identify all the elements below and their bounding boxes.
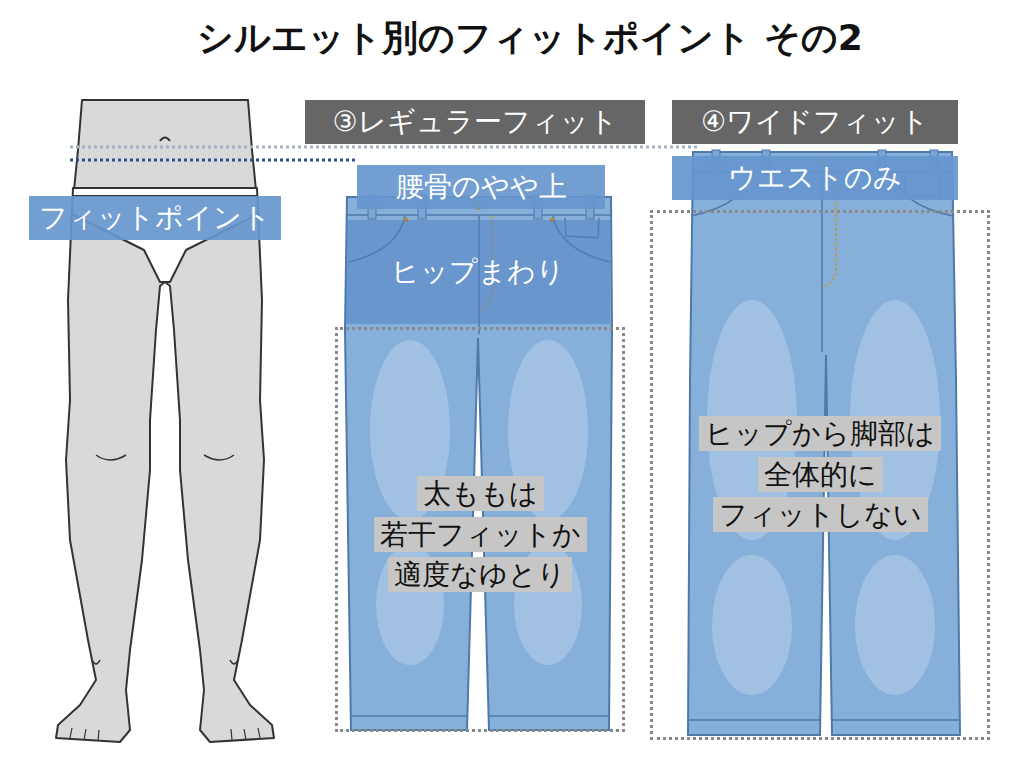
callout-text: 太ももは 若干フィットか 適度なゆとり	[374, 476, 587, 592]
jeans-outline	[688, 152, 960, 735]
navel	[160, 138, 170, 142]
loose-region: ヒップから脚部は 全体的に フィットしない	[650, 210, 990, 740]
loose-region: 太ももは 若干フィットか 適度なゆとり	[335, 327, 625, 732]
wash-highlights	[370, 340, 588, 665]
label-band: フィットポイント	[29, 196, 281, 240]
seams	[688, 172, 960, 720]
jeans-outline	[345, 197, 612, 730]
hem	[688, 719, 960, 721]
fit-level-line	[70, 159, 358, 162]
band-label: 腰骨のやや上	[396, 168, 567, 206]
section-header: ③レギュラーフィット	[305, 100, 645, 144]
fit-area-band: ヒップまわり	[346, 220, 610, 324]
wash	[855, 555, 935, 695]
section-header: ④ワイドフィット	[672, 100, 958, 144]
regular-jeans	[345, 195, 612, 730]
section-title: ④ワイドフィット	[701, 103, 929, 141]
diagram-title: シルエット別のフィットポイント その2	[60, 14, 1000, 63]
toe-lines	[70, 728, 260, 741]
fit-point-band: ウエストのみ	[672, 156, 958, 200]
hem	[351, 715, 609, 717]
knee-lines	[92, 455, 238, 664]
band-label: フィットポイント	[39, 199, 271, 237]
section-title: ③レギュラーフィット	[332, 103, 617, 141]
callout-wrap: 太ももは 若干フィットか 適度なゆとり	[374, 474, 587, 596]
navel-level-line	[70, 146, 700, 149]
band-label: ヒップまわり	[391, 253, 565, 291]
fit-point-band: 腰骨のやや上	[357, 165, 605, 209]
callout-wrap: ヒップから脚部は 全体的に フィットしない	[699, 414, 941, 536]
band-label: ウエストのみ	[728, 159, 902, 197]
callout-text: ヒップから脚部は 全体的に フィットしない	[699, 416, 941, 532]
wash	[712, 555, 792, 695]
seams	[347, 215, 611, 716]
wide-jeans	[688, 150, 960, 735]
